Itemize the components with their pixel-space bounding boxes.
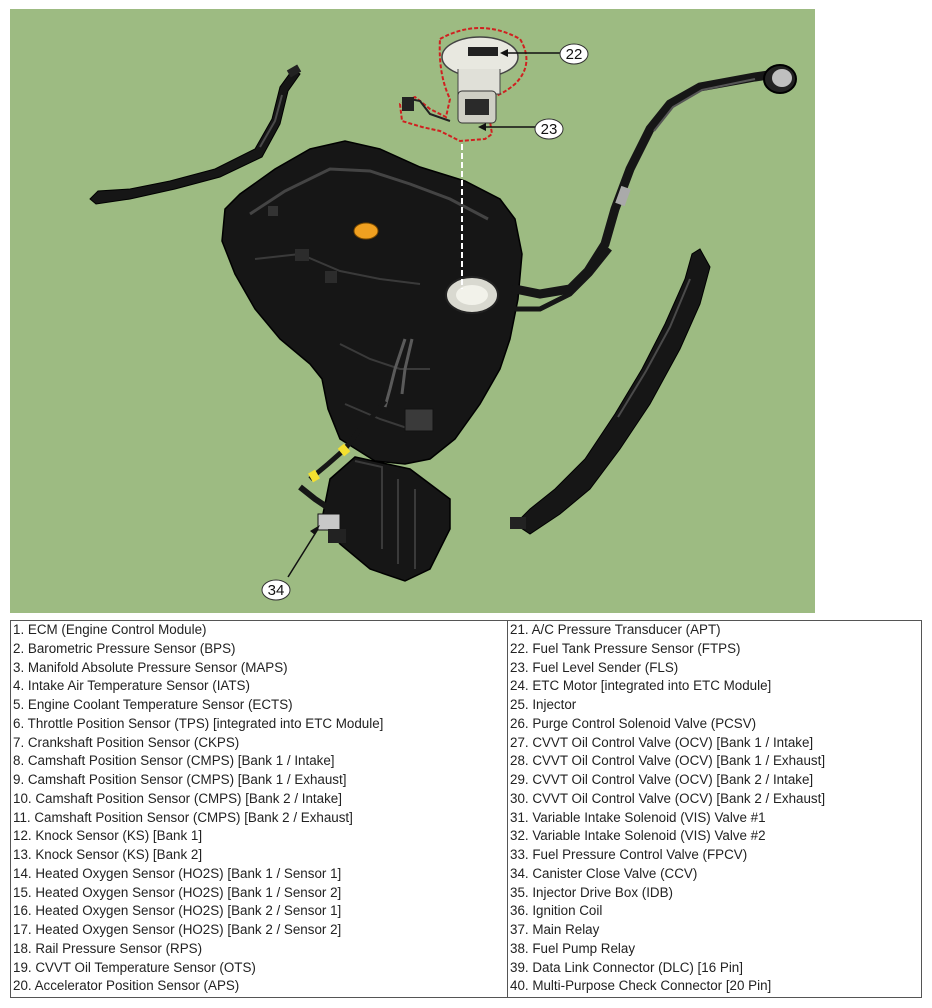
- legend-item: 30. CVVT Oil Control Valve (OCV) [Bank 2…: [510, 790, 826, 806]
- legend-item: 24. ETC Motor [integrated into ETC Modul…: [510, 678, 772, 694]
- legend-item: 9. Camshaft Position Sensor (CMPS) [Bank…: [13, 772, 347, 787]
- callout-23: 23: [478, 118, 564, 140]
- legend-item: 20. Accelerator Position Sensor (APS): [13, 978, 240, 994]
- legend-item: 32. Variable Intake Solenoid (VIS) Valve…: [510, 828, 766, 844]
- legend-left-column: 1. ECM (Engine Control Module) 2. Baromet…: [10, 620, 508, 998]
- left-tank-strap: [89, 64, 302, 205]
- callout-23-label: 23: [541, 121, 558, 138]
- legend-item: 10. Camshaft Position Sensor (CMPS) [Ban…: [13, 790, 342, 806]
- legend-item: 14. Heated Oxygen Sensor (HO2S) [Bank 1 …: [13, 865, 342, 881]
- legend-item: 19. CVVT Oil Temperature Sensor (OTS): [13, 959, 256, 975]
- fuel-pump-module: [398, 27, 528, 289]
- legend-item: 27. CVVT Oil Control Valve (OCV) [Bank 1…: [510, 734, 814, 750]
- legend-item: 40. Multi-Purpose Check Connector [20 Pi…: [510, 978, 772, 994]
- legend-item: 35. Injector Drive Box (IDB): [510, 884, 673, 900]
- legend-item: 28. CVVT Oil Control Valve (OCV) [Bank 1…: [510, 753, 826, 769]
- legend-item: 6. Throttle Position Sensor (TPS) [integ…: [13, 715, 384, 731]
- fuel-tank: [221, 140, 523, 465]
- legend-item: 23. Fuel Level Sender (FLS): [510, 659, 679, 675]
- callout-34-label: 34: [268, 582, 285, 599]
- legend-item: 2. Barometric Pressure Sensor (BPS): [13, 640, 236, 656]
- callout-22-label: 22: [566, 46, 583, 63]
- legend-item: 12. Knock Sensor (KS) [Bank 1]: [13, 828, 203, 844]
- legend-item: 16. Heated Oxygen Sensor (HO2S) [Bank 2 …: [13, 903, 342, 919]
- legend-item: 29. CVVT Oil Control Valve (OCV) [Bank 2…: [510, 772, 814, 787]
- legend-right-column: 21. A/C Pressure Transducer (APT) 22. Fue…: [507, 620, 922, 998]
- legend-item: 15. Heated Oxygen Sensor (HO2S) [Bank 1 …: [13, 884, 342, 900]
- filler-neck: [510, 64, 797, 312]
- legend-left-list: 1. ECM (Engine Control Module) 2. Baromet…: [11, 621, 507, 996]
- legend-item: 1. ECM (Engine Control Module): [13, 622, 207, 637]
- legend-right-list: 21. A/C Pressure Transducer (APT) 22. Fue…: [508, 621, 921, 996]
- legend-item: 17. Heated Oxygen Sensor (HO2S) [Bank 2 …: [13, 922, 342, 937]
- legend-item: 3. Manifold Absolute Pressure Sensor (MA…: [13, 659, 288, 675]
- legend-item: 11. Camshaft Position Sensor (CMPS) [Ban…: [13, 809, 353, 825]
- legend-item: 39. Data Link Connector (DLC) [16 Pin]: [510, 959, 743, 975]
- legend-item: 13. Knock Sensor (KS) [Bank 2]: [13, 847, 203, 862]
- legend-item: 26. Purge Control Solenoid Valve (PCSV): [510, 715, 757, 731]
- legend-item: 37. Main Relay: [510, 922, 600, 937]
- legend-item: 38. Fuel Pump Relay: [510, 940, 636, 956]
- legend-item: 21. A/C Pressure Transducer (APT): [510, 622, 721, 637]
- diagram-drawing: 22 23 34: [89, 27, 797, 601]
- legend-item: 7. Crankshaft Position Sensor (CKPS): [13, 734, 240, 750]
- callout-34: 34: [261, 525, 320, 601]
- legend-item: 31. Variable Intake Solenoid (VIS) Valve…: [510, 809, 766, 825]
- component-legend-table: 1. ECM (Engine Control Module) 2. Baromet…: [10, 620, 922, 998]
- legend-item: 34. Canister Close Valve (CCV): [510, 865, 698, 881]
- legend-item: 18. Rail Pressure Sensor (RPS): [13, 940, 203, 956]
- legend-item: 33. Fuel Pressure Control Valve (FPCV): [510, 847, 748, 862]
- legend-item: 22. Fuel Tank Pressure Sensor (FTPS): [510, 640, 741, 656]
- legend-item: 25. Injector: [510, 697, 577, 712]
- callout-22: 22: [500, 43, 589, 65]
- legend-item: 8. Camshaft Position Sensor (CMPS) [Bank…: [13, 753, 335, 769]
- canister: [298, 399, 451, 582]
- right-tank-strap: [510, 248, 711, 535]
- legend-item: 36. Ignition Coil: [510, 903, 603, 919]
- component-diagram: 22 23 34: [10, 9, 815, 613]
- legend-item: 5. Engine Coolant Temperature Sensor (EC…: [13, 697, 293, 712]
- legend-item: 4. Intake Air Temperature Sensor (IATS): [13, 678, 250, 694]
